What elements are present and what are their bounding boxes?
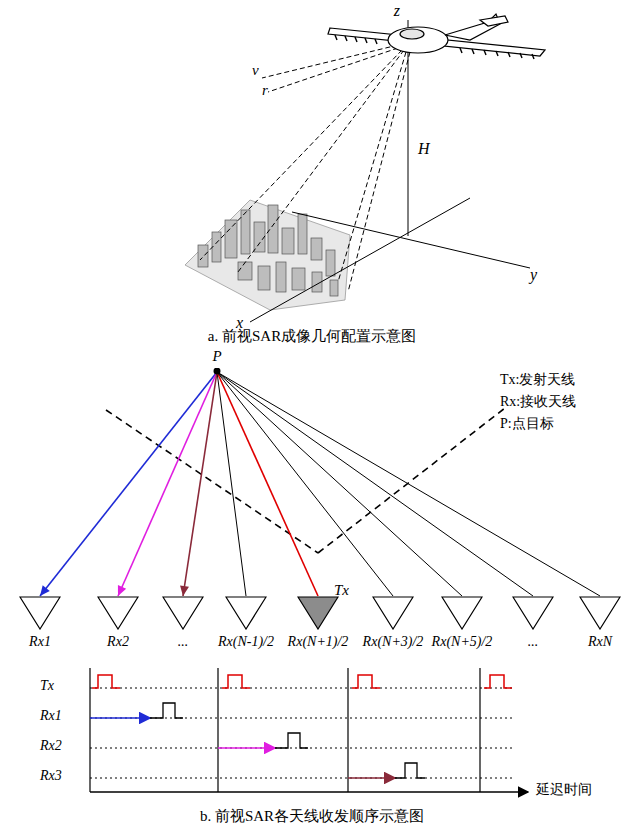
signal-path	[217, 372, 533, 596]
label: Rx1	[40, 708, 62, 724]
antenna-triangle	[297, 596, 339, 630]
label: Tx	[40, 678, 54, 694]
antenna-label: Rx(N-1)/2	[218, 634, 274, 650]
label: Rx3	[40, 768, 62, 784]
label: P:点目标	[500, 416, 554, 432]
label: v	[252, 62, 259, 79]
antenna-array	[335, 35, 534, 59]
antenna-triangle	[225, 596, 267, 630]
signal-path	[217, 372, 393, 596]
delay-arrow	[90, 717, 150, 719]
antenna-triangle	[579, 596, 621, 630]
receive-antenna: Rx1	[4, 596, 76, 654]
rx-pulse	[150, 703, 183, 718]
signal-path	[217, 372, 600, 596]
signal-path	[217, 372, 318, 596]
buildings	[198, 205, 338, 296]
antenna-label: Rx2	[107, 634, 129, 650]
receive-antenna: Rx(N+5)/2	[426, 596, 498, 654]
transmit-antenna: TxRx(N+1)/2	[282, 596, 354, 654]
label: Rx:接收天线	[500, 394, 576, 410]
antenna-label: Rx(N+1)/2	[288, 634, 349, 650]
antenna-label: ...	[528, 634, 539, 650]
antenna-label: Rx(N+5)/2	[432, 634, 493, 650]
antenna-label: ...	[178, 634, 189, 650]
label: Rx2	[40, 738, 62, 754]
y-axis	[292, 212, 530, 268]
receive-antenna: Rx2	[82, 596, 154, 654]
antenna-triangle	[512, 596, 554, 630]
aircraft	[328, 14, 545, 56]
x-axis	[250, 198, 470, 322]
signal-path	[217, 372, 462, 596]
point-target: P	[208, 352, 226, 376]
receive-antenna: ...	[497, 596, 569, 654]
antenna-triangle	[97, 596, 139, 630]
row-lines	[90, 688, 515, 778]
label: r	[262, 82, 268, 99]
altitude-line	[408, 52, 409, 236]
signal-path	[118, 372, 217, 596]
antenna-triangle	[441, 596, 483, 630]
caption: b. 前视SAR各天线收发顺序示意图	[200, 808, 424, 825]
antenna-triangle	[372, 596, 414, 630]
rx-pulse	[395, 763, 425, 778]
delay-arrow	[348, 777, 395, 779]
label: Tx:发射天线	[500, 372, 575, 388]
frame-lines	[90, 668, 480, 792]
antenna-triangle	[162, 596, 204, 630]
label: a. 前视SAR成像几何配置示意图	[208, 328, 416, 345]
terrain	[185, 200, 350, 310]
receive-antenna: Rx(N-1)/2	[210, 596, 282, 654]
rx-pulse	[275, 733, 308, 748]
antenna-label: RxN	[588, 634, 612, 650]
time-axis	[90, 791, 528, 792]
antenna-triangle	[19, 596, 61, 630]
antenna-label: Rx(N+3)/2	[363, 634, 424, 650]
receive-antenna: Rx(N+3)/2	[357, 596, 429, 654]
delay-arrow	[218, 747, 275, 749]
label: y	[530, 266, 537, 284]
receive-antenna: ...	[147, 596, 219, 654]
antenna-label: Rx1	[29, 634, 51, 650]
label: z	[394, 2, 400, 20]
signal-path	[40, 372, 217, 596]
label: H	[418, 140, 430, 158]
signal-path	[180, 372, 217, 596]
beam-lines	[200, 45, 410, 292]
label: 延迟时间	[536, 782, 592, 798]
tx-pulses	[92, 675, 512, 688]
beam-dashes	[106, 408, 505, 553]
target-dot	[208, 368, 226, 376]
target-label: P	[212, 348, 221, 365]
receive-antenna: RxN	[564, 596, 624, 654]
antenna-label: Tx	[334, 582, 349, 599]
